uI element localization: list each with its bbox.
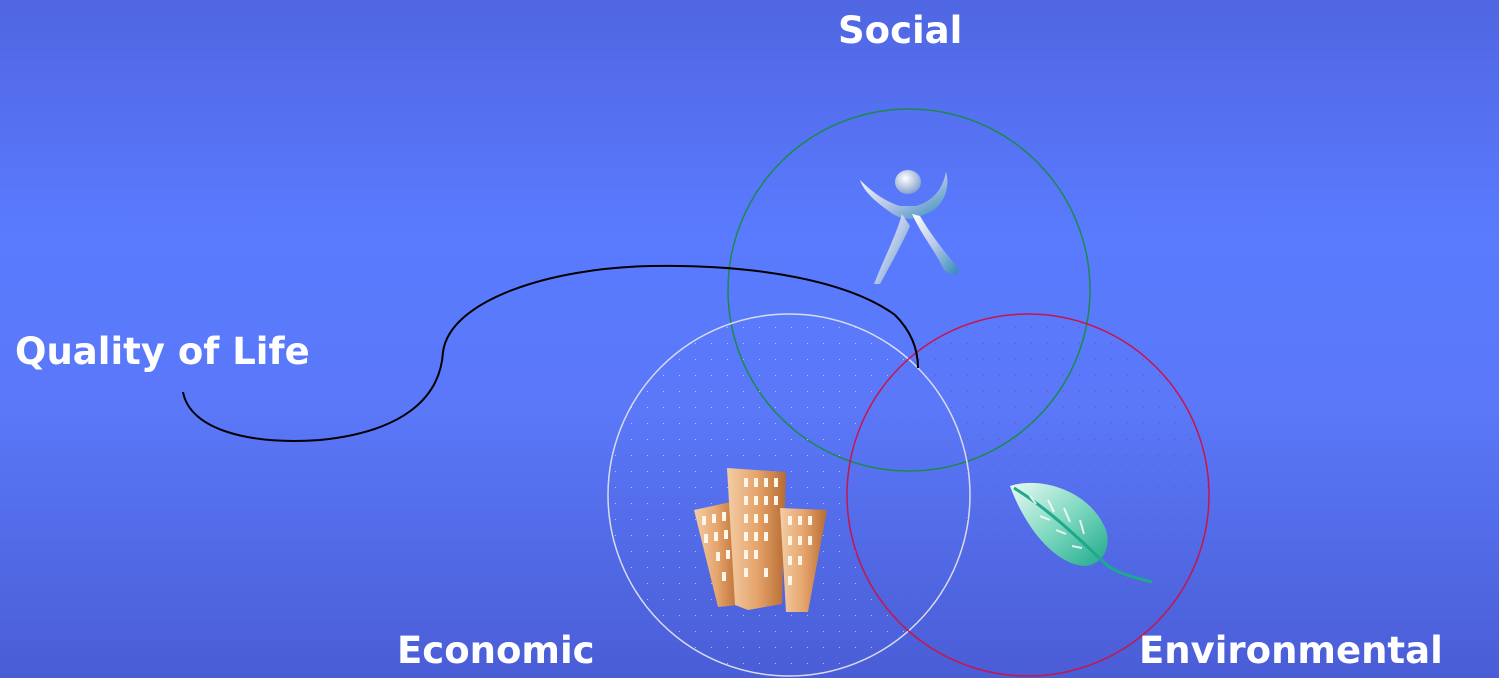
buildings-icon bbox=[694, 468, 827, 612]
quality-of-life-connector bbox=[182, 264, 919, 442]
environmental-label: Environmental bbox=[1139, 629, 1443, 672]
quality-of-life-label: Quality of Life bbox=[15, 330, 310, 373]
person-icon bbox=[860, 170, 959, 284]
social-label: Social bbox=[838, 9, 963, 52]
leaf-icon bbox=[1010, 482, 1153, 584]
economic-label: Economic bbox=[397, 629, 595, 672]
